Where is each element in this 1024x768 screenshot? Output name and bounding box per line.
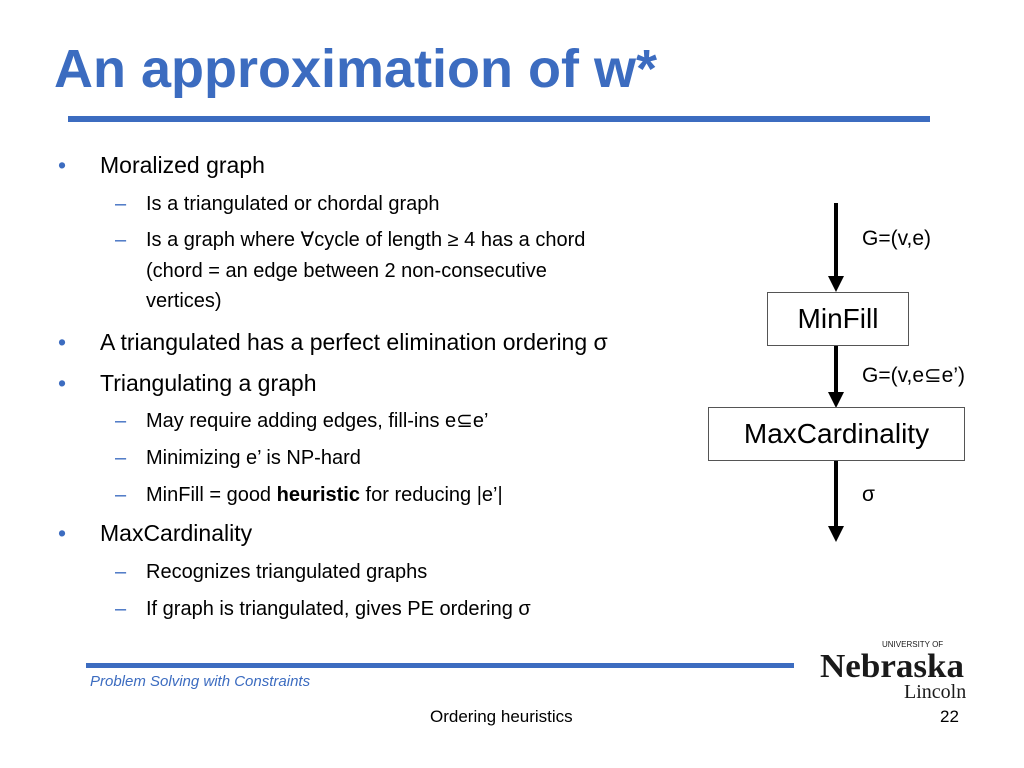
bullet-text: Moralized graph [100, 152, 265, 178]
title-divider [68, 116, 930, 122]
page-number: 22 [940, 707, 959, 726]
bullet-dot: • [58, 370, 67, 396]
sub-bullet: – MinFill = good heuristic for reducing … [115, 480, 503, 511]
sub-bullet: – Recognizes triangulated graphs [115, 557, 427, 588]
bullet-maxcardinality: • MaxCardinality [58, 520, 253, 547]
sub-bullet: – Minimizing e’ is NP-hard [115, 443, 361, 474]
bullet-list: • Moralized graph – Is a triangulated or… [58, 152, 608, 625]
bullet-dot: • [58, 329, 67, 355]
sub-bullet: – If graph is triangulated, gives PE ord… [115, 594, 531, 625]
bullet-moralized: • Moralized graph [58, 152, 265, 179]
sub-bullet: – May require adding edges, fill-ins e⊆e… [115, 406, 489, 437]
slide-title: An approximation of w* [54, 39, 658, 99]
bullet-text: Triangulating a graph [100, 370, 317, 396]
logo-wordmark: Nebraska [820, 648, 964, 685]
sub-bullet-dash: – [115, 484, 127, 506]
sub-bullet-dash: – [115, 410, 127, 432]
bullet-dot: • [58, 520, 67, 546]
sub-bullet-continuation: vertices) [146, 290, 222, 312]
sub-bullet-dash: – [115, 561, 127, 583]
nebraska-lincoln-logo: UNIVERSITY OF Nebraska Lincoln [820, 640, 966, 701]
emphasis-text: heuristic [276, 484, 360, 506]
sub-bullet-dash: – [115, 447, 127, 469]
bullet-perfect-elimination: • A triangulated has a perfect eliminati… [58, 329, 608, 356]
course-title: Problem Solving with Constraints [90, 673, 311, 690]
bullet-dot: • [58, 152, 67, 178]
minfill-box: MinFill [767, 292, 909, 346]
sub-bullet-continuation: (chord = an edge between 2 non-consecuti… [146, 260, 547, 282]
bullet-triangulating: • Triangulating a graph [58, 370, 317, 397]
maxcardinality-box: MaxCardinality [708, 407, 965, 461]
edge-label-filled: G=(v,e⊆e’) [862, 364, 965, 387]
sub-bullet: – Is a triangulated or chordal graph [115, 189, 440, 220]
bullet-text: MaxCardinality [100, 520, 253, 546]
sub-bullet-dash: – [115, 193, 127, 215]
logo-university-text: UNIVERSITY OF [882, 640, 943, 649]
slide-topic: Ordering heuristics [430, 707, 573, 726]
sub-bullet: – Is a graph where ∀cycle of length ≥ 4 … [115, 225, 585, 256]
edge-label-ordering: σ [862, 483, 875, 506]
bullet-text: A triangulated has a perfect elimination… [100, 329, 608, 355]
logo-campus-text: Lincoln [904, 681, 966, 701]
edge-label-input: G=(v,e) [862, 227, 932, 250]
sub-bullet-dash: – [115, 598, 127, 620]
footer-divider [86, 663, 794, 668]
sub-bullet-dash: – [115, 229, 127, 251]
